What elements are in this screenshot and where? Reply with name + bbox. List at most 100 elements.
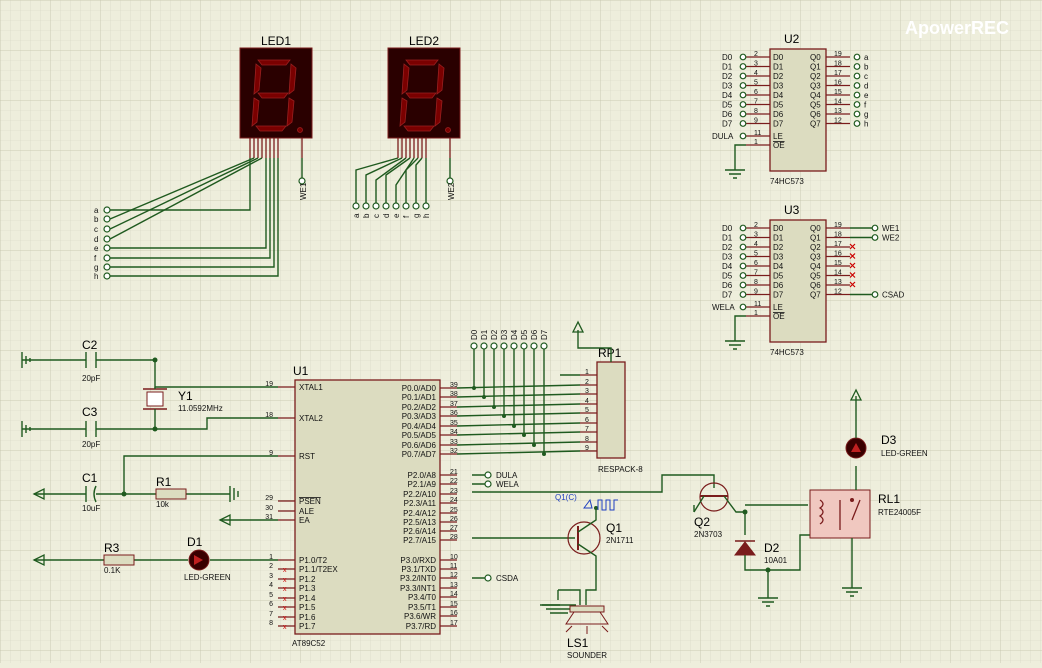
c1-ref: C1 (82, 471, 98, 485)
svg-text:D0: D0 (470, 329, 479, 340)
svg-text:x: x (283, 596, 287, 603)
mcu-pin-label: P2.6/A14 (403, 527, 436, 536)
mcu-pin-label: P0.6/AD6 (402, 441, 437, 450)
latch-pin-num: 9 (754, 289, 758, 296)
q1-sounder-driver[interactable]: Q1 2N1711 Q1(C) LS1 SOUNDER (472, 493, 634, 660)
latch-pin-num: 7 (754, 99, 758, 106)
svg-text:D2: D2 (490, 329, 499, 340)
led2-common-net: WE2 (447, 182, 456, 200)
mcu-pin-label: ALE (299, 507, 314, 516)
mcu-pin-num: 36 (450, 410, 458, 417)
latch-in-net: D6 (722, 281, 733, 290)
mcu-pin-label: P0.7/AD7 (402, 450, 437, 459)
d1-led-circuit[interactable]: R3 0.1K D1 LED-GREEN (32, 535, 278, 582)
svg-text:x: x (283, 586, 287, 593)
mcu-pin-num: 11 (450, 563, 457, 570)
led1-seg-terminal (103, 215, 111, 223)
mcu-pin-label: EA (299, 516, 310, 525)
latch-pin-num: 2 (754, 51, 758, 58)
mcu-pin-label: P3.3/INT1 (400, 584, 437, 593)
latch-pin-label: Q6 (810, 110, 821, 119)
latch-pin-label: Q2 (810, 72, 821, 81)
crystal-oscillator[interactable]: C2 20pF C3 20pF Y1 11.0592MHz (21, 338, 278, 449)
latch-pin-num: 18 (834, 232, 842, 239)
rp1-resistor-pack[interactable]: RP1 RESPACK-8 (571, 320, 643, 474)
led2-seg-label: b (362, 213, 371, 218)
latch-out-net: WE2 (882, 234, 900, 243)
latch-pin-label: D2 (773, 72, 784, 81)
led2-seg-terminal (372, 202, 380, 210)
rl1-part: RTE24005F (878, 508, 921, 517)
q1-ref: Q1 (606, 521, 622, 535)
latch-pin-num: 17 (834, 241, 842, 248)
mcu-pin-num: 31 (265, 514, 273, 521)
latch-ref: U2 (784, 32, 800, 46)
c3-ref: C3 (82, 405, 98, 419)
mcu-pin-num: 26 (450, 516, 458, 523)
q2-relay-driver[interactable]: Q2 2N3703 D2 10A01 RL1 RTE24005F D3 LED-… (472, 388, 928, 607)
mcu-pin-label: P2.4/A12 (403, 509, 436, 518)
latch-in-net: D4 (722, 262, 733, 271)
mcu-pin-num: 9 (269, 450, 273, 457)
latch-pin-label: Q7 (810, 291, 821, 300)
mcu-pin-label: P1.0/T2 (299, 556, 328, 565)
latch-ref: U3 (784, 203, 800, 217)
latch-pin-num: 3 (754, 232, 758, 239)
ls1-ref: LS1 (567, 636, 589, 650)
latch-out-net: c (864, 72, 868, 81)
svg-text:D1: D1 (480, 329, 489, 340)
mcu-pin-label: P1.2 (299, 575, 316, 584)
mcu-pin-num: 22 (450, 478, 458, 485)
latch-pin-label: Q4 (810, 91, 821, 100)
net-wela: WELA (496, 480, 519, 489)
d1-value: LED-GREEN (184, 573, 231, 582)
svg-text:8: 8 (585, 436, 589, 443)
reset-circuit[interactable]: C1 10uF R1 10k (32, 455, 278, 527)
led2-seg-terminal (362, 202, 370, 210)
latch-pin-num: 5 (754, 251, 758, 258)
latch-pin-label: D4 (773, 91, 784, 100)
latch-in-net: D5 (722, 272, 733, 281)
mcu-pin-num: 27 (450, 525, 458, 532)
mcu-pin-label: P2.2/A10 (403, 490, 436, 499)
r1-ref: R1 (156, 475, 172, 489)
led1-seg-terminal (103, 206, 111, 214)
latch-in-net: D7 (722, 291, 733, 300)
latch-pin-num: 12 (834, 118, 842, 125)
svg-text:1: 1 (585, 369, 589, 376)
led2-display[interactable]: LED2 WE2 (355, 34, 461, 203)
latch-in-net: D1 (722, 234, 733, 243)
led2-seg-terminal (402, 202, 410, 210)
led1-seg-terminal (103, 235, 111, 243)
led1-seg-label: e (94, 244, 99, 253)
latch-pin-label: D1 (773, 234, 784, 243)
led2-seg-label: d (382, 214, 391, 218)
latch-in-net: D4 (722, 91, 733, 100)
mcu-pin-num: 5 (269, 592, 273, 599)
latch-out-net: h (864, 120, 868, 129)
latch-pin-num: 13 (834, 108, 842, 115)
mcu-pin-label: P1.5 (299, 603, 316, 612)
r3-ref: R3 (104, 541, 120, 555)
latch-pin-num: 6 (754, 89, 758, 96)
led1-display[interactable]: LED1 WE1 (109, 34, 313, 277)
svg-text:OE: OE (773, 141, 785, 150)
mcu-pin-label: P1.1/T2EX (299, 565, 338, 574)
latch-pin-label: Q4 (810, 262, 821, 271)
mcu-pin-label: P3.7/RD (406, 622, 436, 631)
mcu-pin-num: 19 (265, 381, 273, 388)
led2-ref: LED2 (409, 34, 439, 48)
led1-seg-terminal (103, 225, 111, 233)
mcu-pin-label: P0.3/AD3 (402, 412, 437, 421)
led2-seg-terminal (412, 202, 420, 210)
latch-pin-num: 16 (834, 251, 842, 258)
